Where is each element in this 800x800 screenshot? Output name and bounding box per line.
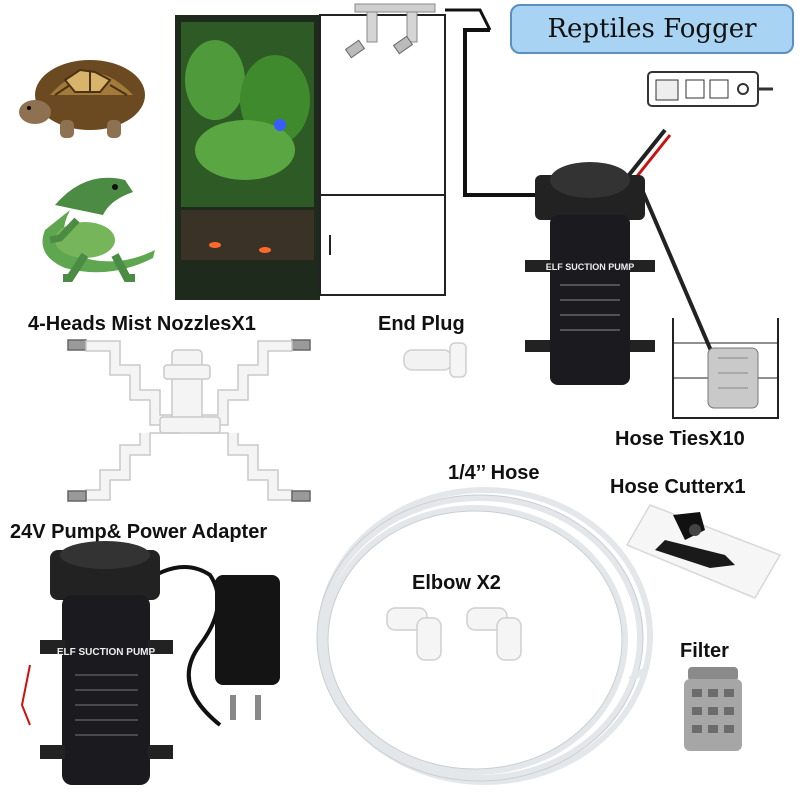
hose-cutter-label: Hose Cutterx1 [610, 476, 746, 498]
mist-nozzle-assembly-image [67, 339, 311, 502]
pump-adapter-label: 24V Pump& Power Adapter [10, 521, 268, 543]
water-container-image [672, 318, 779, 419]
pump-label-top: ELF SUCTION PUMP [546, 262, 635, 272]
pump-adapter-image: ELF SUCTION PUMP [20, 541, 280, 785]
end-plug-label: End Plug [378, 313, 465, 335]
pump-label-bottom: ELF SUCTION PUMP [57, 647, 156, 658]
power-strip-image [647, 71, 773, 107]
nozzles-label: 4-Heads Mist NozzlesX1 [28, 313, 256, 335]
hose-ties-label: Hose TiesX10 [615, 428, 745, 450]
lizard-image [42, 177, 155, 282]
hose-label: 1/4’’ Hose [448, 462, 540, 484]
title-banner: Reptiles Fogger [510, 4, 794, 54]
elbow-label: Elbow X2 [412, 572, 501, 594]
title-text: Reptiles Fogger [547, 14, 757, 44]
filter-label: Filter [680, 640, 729, 662]
diagram-pump-image: ELF SUCTION PUMP [525, 128, 717, 385]
hose-cutter-image [625, 504, 782, 599]
end-plug-image [403, 342, 467, 378]
tortoise-image [19, 60, 145, 138]
hose-coil-image [316, 487, 653, 785]
elbow-fittings-image [386, 607, 522, 661]
filter-image [684, 667, 742, 751]
terrarium-diagram [175, 3, 535, 300]
